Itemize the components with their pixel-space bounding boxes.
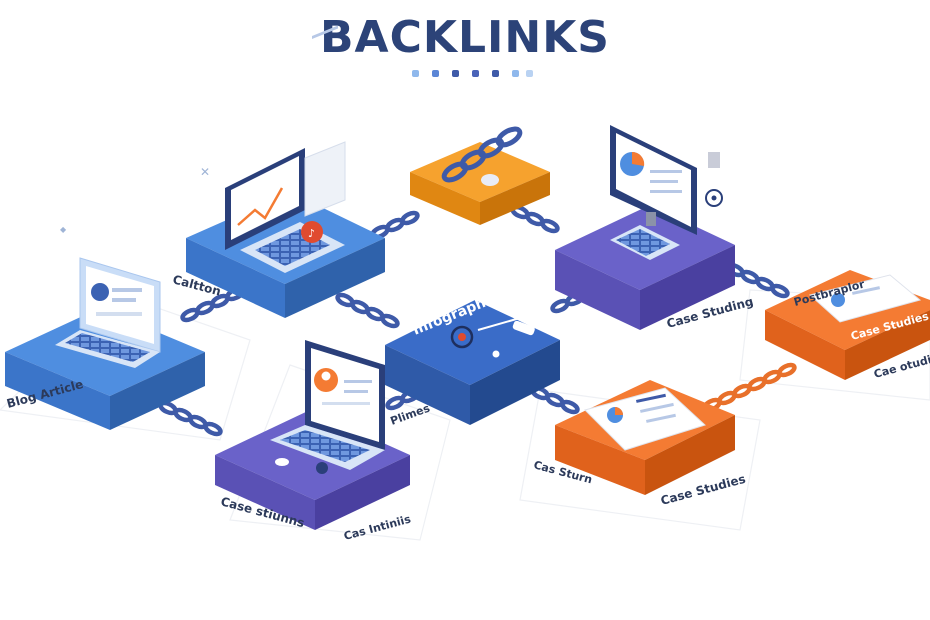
node-case-studies-top-right: Case Studing xyxy=(555,125,755,331)
dot xyxy=(452,70,459,77)
chain-case-top-to-right xyxy=(725,262,790,299)
document-chart-icon xyxy=(584,387,706,451)
document-icon xyxy=(808,274,922,323)
chain-link-icon xyxy=(441,126,523,183)
title-decoration-dots xyxy=(410,70,533,80)
target-dot xyxy=(458,333,466,341)
dot xyxy=(492,70,499,77)
cursor-line xyxy=(477,317,521,331)
target-icon xyxy=(450,325,474,349)
monitor-chart-icon: ♪ xyxy=(225,25,346,273)
chain-orange-to-case-top xyxy=(510,204,560,234)
monitor-pie-icon xyxy=(610,125,723,260)
node-blog-article: Blog Article xyxy=(5,257,205,430)
slider-handle-icon xyxy=(512,320,535,336)
laptop-icon xyxy=(55,257,161,368)
page-title: BACKLINKS xyxy=(320,12,610,63)
dot xyxy=(512,70,519,77)
sparkle-icon: ✕ xyxy=(200,165,210,179)
node-chain-link xyxy=(410,126,550,225)
node-caption: ♪ Caltton xyxy=(171,25,385,318)
dot xyxy=(472,70,479,77)
dot xyxy=(412,70,419,77)
dot xyxy=(526,70,533,77)
dot xyxy=(432,70,439,77)
toggle-knob-icon xyxy=(481,174,499,186)
node-infographics: Infographics xyxy=(385,287,560,425)
node-case-studies-right: Postbraplor Case Studies Cae otudie xyxy=(765,270,930,381)
chain-blog-to-bottom-left xyxy=(158,400,223,437)
sparkle-icon: ◆ xyxy=(60,225,67,234)
chain-caption-to-infographics xyxy=(335,292,400,329)
svg-text:♪: ♪ xyxy=(308,227,315,240)
dot xyxy=(492,350,500,358)
laptop-profile-icon xyxy=(270,340,385,474)
chain-bottom-right-to-right xyxy=(702,362,797,413)
